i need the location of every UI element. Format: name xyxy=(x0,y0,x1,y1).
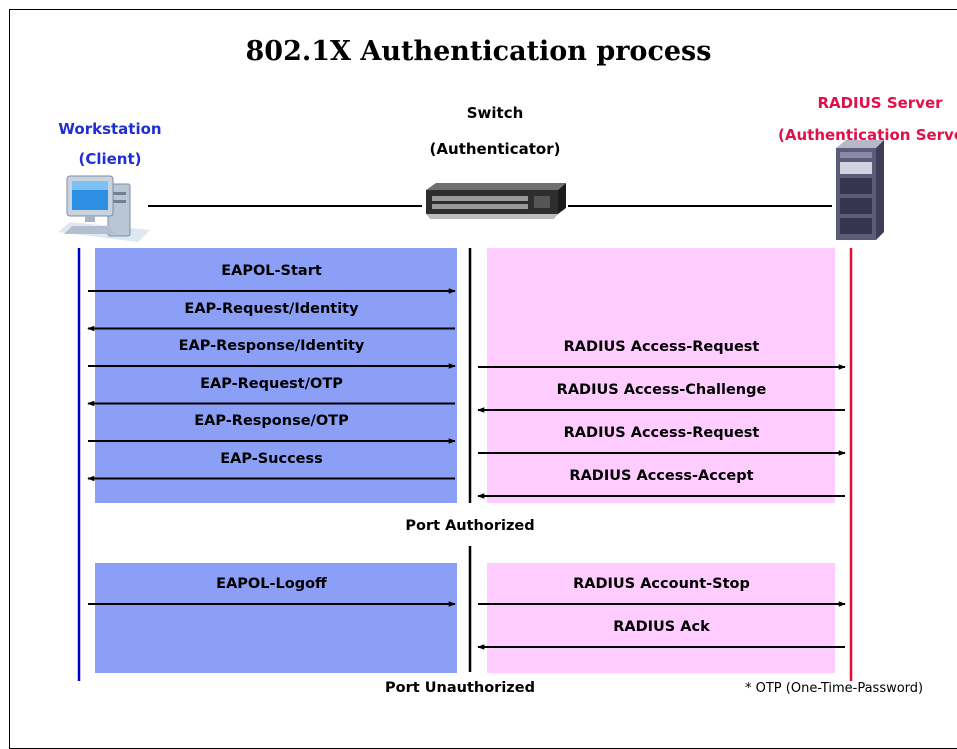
radius-access-request-label: RADIUS Access-Request xyxy=(563,425,760,441)
server-zone-logoff xyxy=(487,563,835,673)
eapol-start-label: EAPOL-Start xyxy=(221,263,322,279)
client-zone-logoff xyxy=(95,563,457,673)
workstation-label: Workstation xyxy=(58,120,162,138)
switch-icon xyxy=(426,183,566,219)
switch-role: (Authenticator) xyxy=(429,140,561,158)
server-icon xyxy=(836,140,884,240)
message-arrows xyxy=(87,288,846,650)
authentication-diagram: 802.1X Authentication process Workstatio… xyxy=(9,9,957,749)
switch-label: Switch xyxy=(466,104,524,122)
radius-server-role: (Authentication Server) xyxy=(778,126,957,144)
port-authorized-label: Port Authorized xyxy=(405,518,535,534)
eap-request-otp-label: EAP-Request/OTP xyxy=(200,375,343,392)
eapol-logoff-label: EAPOL-Logoff xyxy=(216,576,327,592)
diagram-title: 802.1X Authentication process xyxy=(245,36,712,67)
radius-ack-label: RADIUS Ack xyxy=(613,619,710,635)
eap-success-label: EAP-Success xyxy=(220,450,323,467)
eap-response-identity-label: EAP-Response/Identity xyxy=(178,338,365,354)
radius-access-challenge-label: RADIUS Access-Challenge xyxy=(556,382,767,398)
radius-server-label: RADIUS Server xyxy=(817,94,943,112)
eap-response-otp-label: EAP-Response/OTP xyxy=(194,413,349,429)
workstation-icon xyxy=(58,175,150,242)
radius-access-request-label: RADIUS Access-Request xyxy=(563,339,760,355)
diagram-canvas xyxy=(58,140,884,681)
workstation-role: (Client) xyxy=(78,150,142,168)
radius-account-stop-label: RADIUS Account-Stop xyxy=(573,576,750,592)
port-unauthorized-label: Port Unauthorized xyxy=(385,680,535,696)
otp-footnote: * OTP (One-Time-Password) xyxy=(745,681,924,696)
eap-request-identity-label: EAP-Request/Identity xyxy=(184,300,359,317)
server-zone-authentication xyxy=(487,248,835,503)
radius-access-accept-label: RADIUS Access-Accept xyxy=(569,468,754,484)
